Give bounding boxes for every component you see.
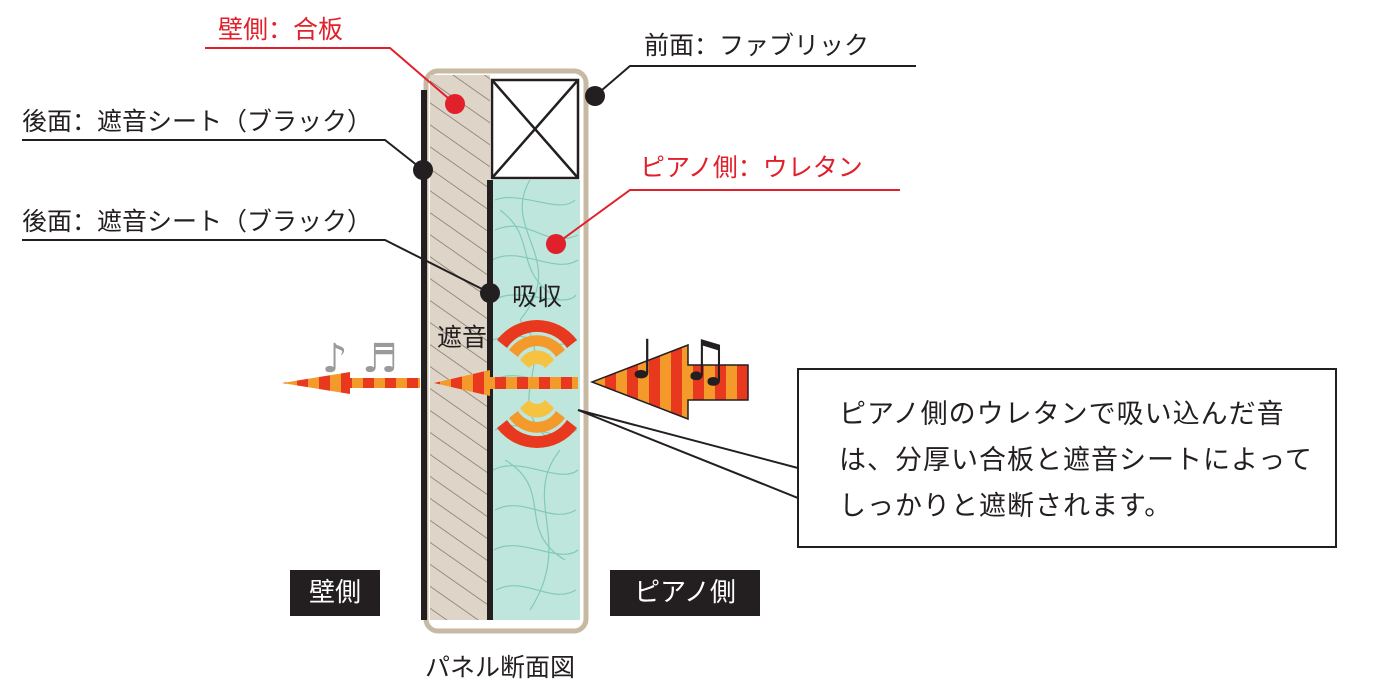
callout-text: ピアノ側のウレタンで吸い込んだ音は、分厚い合板と遮音シートによってしっかりと遮断… [839, 399, 1313, 522]
label-back-sheet-2: 後面：遮音シート（ブラック） [22, 207, 372, 236]
cross-line [491, 79, 579, 179]
tag-wall-side: 壁側 [290, 570, 380, 616]
marker-dot [480, 283, 500, 303]
sound-arrow-inside [434, 370, 578, 396]
music-notes-icon: ♫ [680, 329, 730, 394]
inner-sound-sheet [487, 180, 493, 620]
label-shield: 遮音 [437, 323, 487, 352]
tag-piano-side: ピアノ側 [610, 570, 760, 616]
marker-dot-red [546, 234, 566, 254]
callout-pointer [577, 409, 799, 500]
music-notes-icon: ♬ [362, 336, 398, 382]
callout-box: ピアノ側のウレタンで吸い込んだ音は、分厚い合板と遮音シートによってしっかりと遮断… [797, 368, 1337, 548]
music-note-icon: ♩ [630, 328, 655, 391]
absorb-waves-top [497, 319, 577, 368]
diagram-caption: パネル断面図 [424, 653, 575, 682]
plywood-layer [430, 75, 490, 620]
marker-dot-red [445, 94, 465, 114]
marker-dot [585, 86, 605, 106]
label-absorb: 吸収 [512, 282, 562, 311]
sound-arrow-incoming [589, 343, 749, 421]
music-note-icon: ♪ [322, 336, 348, 382]
absorb-waves-bottom [497, 400, 577, 448]
back-sound-sheet [421, 90, 427, 620]
label-piano-urethane: ピアノ側：ウレタン [640, 153, 863, 182]
label-wall-plywood: 壁側：合板 [218, 15, 343, 44]
leader-lines [22, 65, 916, 294]
label-back-sheet-1: 後面：遮音シート（ブラック） [22, 107, 372, 136]
label-front-fabric: 前面：ファブリック [644, 31, 869, 60]
sound-arrow-outgoing [282, 372, 420, 394]
leader-lines-red [205, 47, 900, 245]
marker-dot [413, 160, 433, 180]
